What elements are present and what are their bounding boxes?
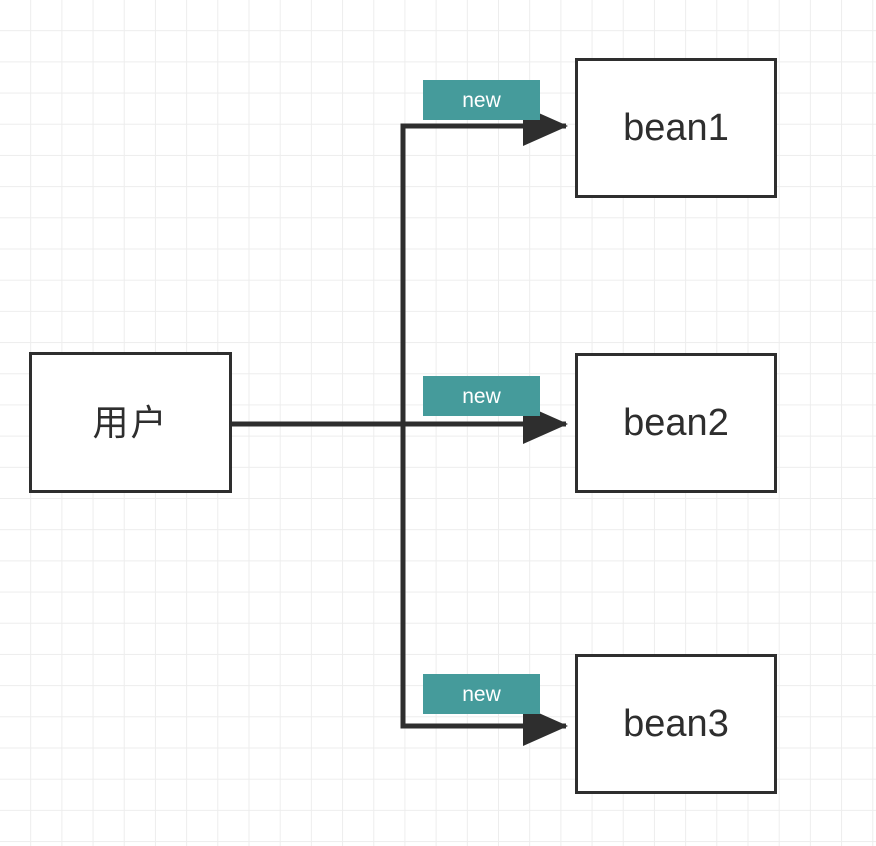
edge-label-bean3-text: new — [462, 682, 501, 706]
edge-label-bean1[interactable]: new — [423, 80, 540, 120]
edge-label-bean1-text: new — [462, 88, 501, 112]
node-bean2-label: bean2 — [623, 402, 729, 444]
node-bean1[interactable]: bean1 — [575, 58, 777, 198]
node-bean3[interactable]: bean3 — [575, 654, 777, 794]
edge-label-bean2[interactable]: new — [423, 376, 540, 416]
node-bean2[interactable]: bean2 — [575, 353, 777, 493]
node-user-label: 用户 — [92, 401, 169, 443]
edge-label-bean3[interactable]: new — [423, 674, 540, 714]
node-bean3-label: bean3 — [623, 703, 729, 745]
edge-label-bean2-text: new — [462, 384, 501, 408]
node-bean1-label: bean1 — [623, 107, 729, 149]
node-user[interactable]: 用户 — [29, 352, 232, 493]
